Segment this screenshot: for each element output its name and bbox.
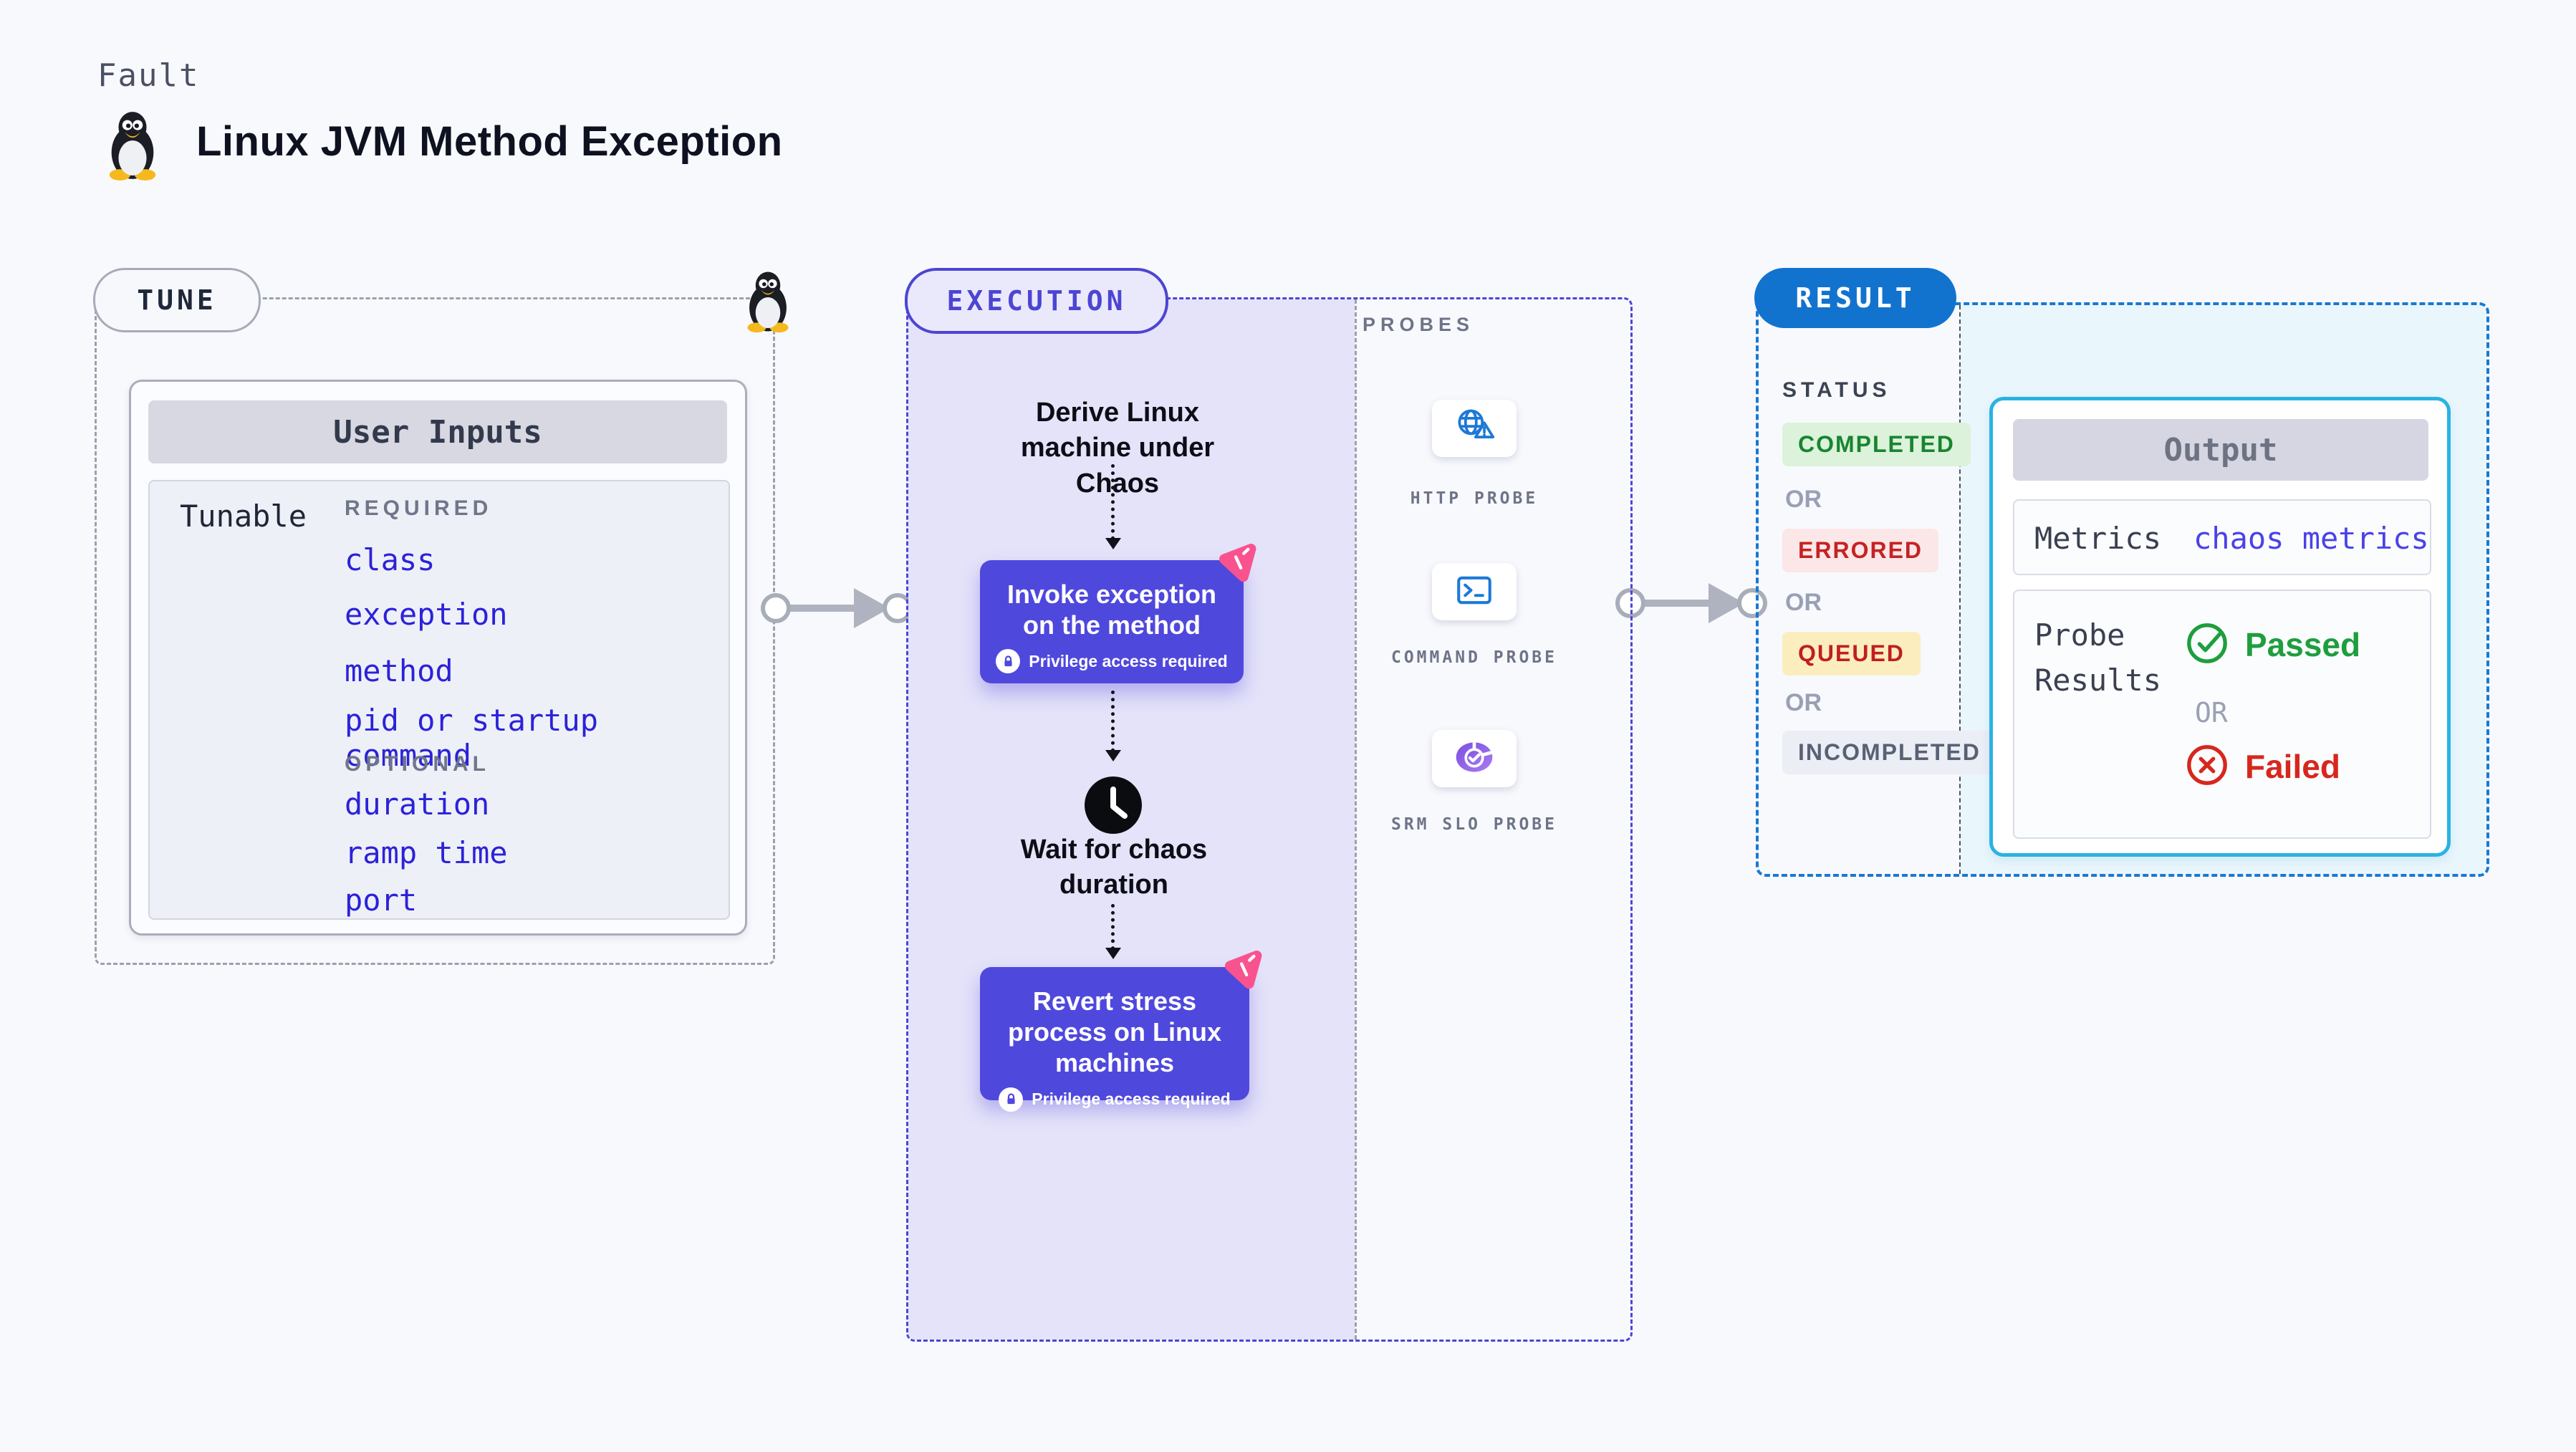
http-probe-card[interactable] bbox=[1432, 400, 1517, 457]
user-inputs-header: User Inputs bbox=[148, 400, 727, 463]
param-link-exception[interactable]: exception bbox=[345, 597, 508, 632]
probe-results-label: Probe Results bbox=[2034, 617, 2162, 698]
revert-stress-node[interactable]: Revert stress process on Linux machines … bbox=[980, 951, 1262, 1112]
chaos-badge-icon bbox=[1212, 536, 1262, 586]
param-link-ramp-time[interactable]: ramp time bbox=[345, 835, 508, 870]
user-inputs-card: User Inputs Tunable REQUIRED class excep… bbox=[129, 380, 747, 936]
param-link-port[interactable]: port bbox=[345, 883, 418, 918]
execution-to-result-arrow bbox=[1615, 582, 1767, 625]
check-circle-icon bbox=[2185, 621, 2229, 668]
probe-results-row: Probe Results Passed OR F bbox=[2013, 590, 2431, 839]
command-probe-icon bbox=[1453, 569, 1495, 614]
privilege-note: Privilege access required bbox=[1029, 651, 1228, 670]
lock-icon bbox=[996, 649, 1021, 674]
http-probe-icon bbox=[1453, 405, 1496, 451]
linux-tux-icon-small bbox=[741, 269, 795, 334]
flow-arrow-down-icon bbox=[1105, 904, 1121, 959]
status-or-label: OR bbox=[1785, 689, 1822, 716]
execution-section-pill: EXECUTION bbox=[905, 268, 1168, 334]
privilege-note: Privilege access required bbox=[1032, 1090, 1231, 1109]
status-column-label: STATUS bbox=[1782, 378, 1891, 402]
required-group-label: REQUIRED bbox=[345, 496, 493, 520]
probes-divider bbox=[1355, 299, 1357, 1340]
output-header: Output bbox=[2013, 419, 2428, 481]
wait-step-text: Wait for chaos duration bbox=[1020, 835, 1208, 900]
arrow-shaft bbox=[782, 605, 860, 612]
wait-clock-icon bbox=[1083, 775, 1143, 835]
probes-section-label: PROBES bbox=[1363, 314, 1475, 335]
flow-arrow-down-icon bbox=[1105, 691, 1121, 761]
status-badge-incompleted: INCOMPLETED bbox=[1782, 731, 1996, 774]
status-badge-queued: QUEUED bbox=[1782, 632, 1921, 675]
arrow-shaft bbox=[1637, 600, 1714, 607]
failed-result: Failed bbox=[2185, 743, 2340, 790]
output-or-label: OR bbox=[2195, 697, 2228, 729]
metrics-label: Metrics bbox=[2034, 521, 2162, 556]
page-title: Linux JVM Method Exception bbox=[196, 118, 783, 165]
srm-slo-probe-icon bbox=[1453, 736, 1496, 782]
chaos-metrics-link[interactable]: chaos metrics bbox=[2193, 521, 2429, 556]
param-link-method[interactable]: method bbox=[345, 653, 453, 688]
fault-kicker: Fault bbox=[97, 57, 200, 94]
failed-label: Failed bbox=[2245, 748, 2340, 785]
linux-tux-icon bbox=[102, 109, 163, 182]
connector-node-icon bbox=[1737, 588, 1767, 618]
status-or-label: OR bbox=[1785, 486, 1822, 513]
tunable-row-label: Tunable bbox=[180, 499, 307, 534]
user-inputs-panel: Tunable REQUIRED class exception method … bbox=[148, 480, 730, 920]
revert-stress-label: Revert stress process on Linux machines bbox=[1007, 986, 1222, 1078]
flow-arrow-down-icon bbox=[1105, 464, 1121, 549]
lock-icon bbox=[999, 1087, 1024, 1112]
param-link-duration[interactable]: duration bbox=[345, 787, 490, 822]
command-probe-card[interactable] bbox=[1432, 563, 1517, 620]
metrics-row: Metrics chaos metrics bbox=[2013, 499, 2431, 575]
status-or-label: OR bbox=[1785, 589, 1822, 616]
passed-result: Passed bbox=[2185, 621, 2360, 668]
chaos-badge-icon bbox=[1218, 943, 1268, 993]
tune-section-box bbox=[95, 297, 775, 965]
param-link-pid-or-startup-command[interactable]: pid or startup command bbox=[345, 703, 599, 773]
output-card: Output Metrics chaos metrics Probe Resul… bbox=[1989, 397, 2451, 857]
invoke-exception-label: Invoke exception on the method bbox=[1006, 580, 1217, 640]
x-circle-icon bbox=[2185, 743, 2229, 790]
passed-label: Passed bbox=[2245, 626, 2361, 663]
param-link-class[interactable]: class bbox=[345, 542, 436, 577]
tune-to-execution-arrow bbox=[761, 587, 913, 630]
command-probe-label: COMMAND PROBE bbox=[1390, 648, 1557, 667]
result-divider bbox=[1959, 305, 1961, 874]
status-badge-completed: COMPLETED bbox=[1782, 423, 1971, 466]
tune-section-pill: TUNE bbox=[93, 268, 261, 332]
http-probe-label: HTTP PROBE bbox=[1410, 489, 1539, 508]
connector-node-icon bbox=[761, 593, 791, 623]
status-badge-errored: ERRORED bbox=[1782, 529, 1939, 572]
srm-slo-probe-label: SRM SLO PROBE bbox=[1390, 815, 1557, 834]
result-section-pill: RESULT bbox=[1754, 268, 1956, 328]
srm-slo-probe-card[interactable] bbox=[1432, 730, 1517, 787]
invoke-exception-node[interactable]: Invoke exception on the method Privilege… bbox=[980, 544, 1256, 683]
derive-step-text: Derive Linux machine under Chaos bbox=[1020, 398, 1215, 499]
optional-group-label: OPTIONAL bbox=[345, 752, 490, 776]
